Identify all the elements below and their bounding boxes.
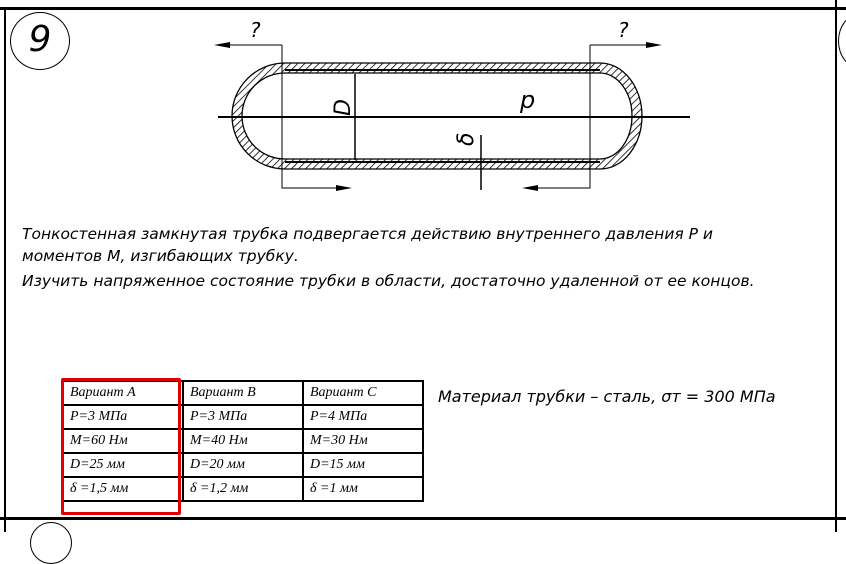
pressure-label: p xyxy=(519,86,535,114)
cell: δ =1 мм xyxy=(302,476,424,502)
cell: P=4 МПа xyxy=(302,404,424,430)
frame-top xyxy=(0,7,846,10)
cell: M=30 Нм xyxy=(302,428,424,454)
cell: D=25 мм xyxy=(62,452,184,478)
left-force-label: ? xyxy=(250,18,261,42)
cell: P=3 МПа xyxy=(182,404,304,430)
problem-text-line3: Изучить напряженное состояние трубки в о… xyxy=(22,272,755,290)
cell: δ =1,5 мм xyxy=(62,476,184,502)
tube-diagram: ? ? p D δ xyxy=(214,18,690,191)
cell: Вариант A xyxy=(62,380,184,406)
cell: M=40 Нм xyxy=(182,428,304,454)
cell: Вариант C xyxy=(302,380,424,406)
diameter-label: D xyxy=(331,99,356,116)
cell: D=15 мм xyxy=(302,452,424,478)
cell: M=60 Нм xyxy=(62,428,184,454)
next-problem-circle-bottom xyxy=(30,522,72,564)
material-text: Материал трубки – сталь, σт = 300 МПа xyxy=(438,387,776,406)
right-force-label: ? xyxy=(618,18,629,42)
problem-number: 9 xyxy=(10,12,70,70)
cell: D=20 мм xyxy=(182,452,304,478)
problem-text-line2: моментов М, изгибающих трубку. xyxy=(22,247,299,265)
cell: Вариант B xyxy=(182,380,304,406)
problem-text-line1: Тонкостенная замкнутая трубка подвергает… xyxy=(22,225,713,243)
frame-right xyxy=(835,0,837,532)
cell: P=3 МПа xyxy=(62,404,184,430)
frame-bottom xyxy=(0,517,846,520)
thickness-label: δ xyxy=(454,133,479,146)
frame-left xyxy=(4,7,6,532)
variant-a-highlight xyxy=(61,378,181,515)
cell: δ =1,2 мм xyxy=(182,476,304,502)
